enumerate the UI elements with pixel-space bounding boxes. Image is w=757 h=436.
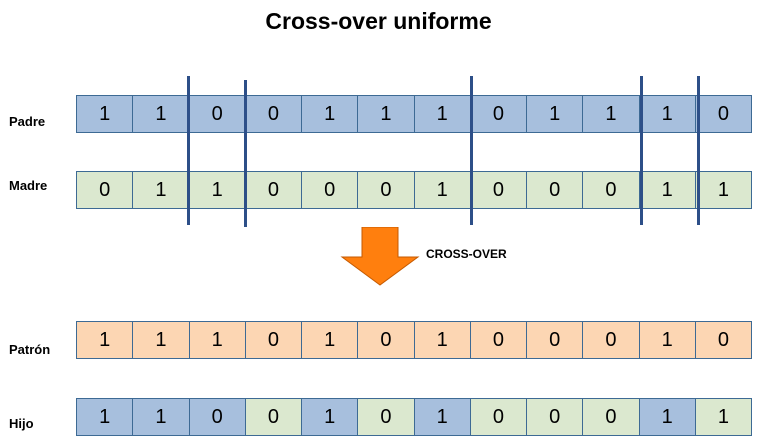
gene-cell: 0: [245, 172, 302, 208]
cut-line-1: [187, 76, 190, 225]
gene-cell: 0: [189, 399, 246, 435]
gene-cell: 1: [302, 322, 359, 358]
gene-cell: 1: [414, 96, 471, 132]
gene-cell: 0: [470, 96, 527, 132]
gene-cell: 1: [189, 172, 246, 208]
cut-line-3: [470, 76, 473, 225]
gene-cell: 0: [527, 172, 584, 208]
gene-cell: 0: [470, 399, 527, 435]
cut-line-2: [244, 80, 247, 227]
gene-cell: 1: [414, 399, 471, 435]
gene-cell: 0: [358, 172, 415, 208]
hijo-label: Hijo: [9, 416, 34, 431]
gene-cell: 0: [527, 399, 584, 435]
gene-cell: 0: [583, 399, 640, 435]
gene-cell: 1: [77, 96, 134, 132]
gene-cell: 1: [639, 322, 696, 358]
diagram-title: Cross-over uniforme: [265, 8, 492, 34]
padre-label: Padre: [9, 114, 46, 129]
gene-cell: 0: [470, 172, 527, 208]
patron-label: Patrón: [9, 342, 51, 357]
gene-cell: 1: [639, 172, 696, 208]
gene-cell: 0: [358, 399, 415, 435]
down-arrow-icon: [340, 227, 420, 286]
gene-cell: 0: [77, 172, 134, 208]
gene-cell: 0: [527, 322, 584, 358]
gene-cell: 1: [77, 322, 134, 358]
gene-cell: 0: [695, 96, 751, 132]
gene-cell: 0: [358, 322, 415, 358]
gene-cell: 0: [583, 172, 640, 208]
gene-cell: 1: [695, 172, 751, 208]
gene-cell: 1: [358, 96, 415, 132]
gene-cell: 1: [527, 96, 584, 132]
gene-cell: 1: [133, 322, 190, 358]
gene-cell: 1: [414, 172, 471, 208]
gene-cell: 1: [302, 96, 359, 132]
gene-cell: 0: [583, 322, 640, 358]
gene-cell: 0: [470, 322, 527, 358]
crossover-label: CROSS-OVER: [426, 247, 507, 261]
gene-cell: 0: [245, 399, 302, 435]
gene-cell: 0: [302, 172, 359, 208]
gene-cell: 1: [133, 399, 190, 435]
gene-cell: 1: [77, 399, 134, 435]
cut-line-4: [640, 76, 643, 225]
gene-cell: 1: [189, 322, 246, 358]
gene-cell: 1: [133, 96, 190, 132]
gene-cell: 1: [695, 399, 751, 435]
gene-cell: 1: [639, 399, 696, 435]
gene-cell: 1: [414, 322, 471, 358]
gene-cell: 0: [189, 96, 246, 132]
gene-cell: 1: [583, 96, 640, 132]
gene-cell: 0: [245, 322, 302, 358]
gene-cell: 1: [639, 96, 696, 132]
madre-label: Madre: [9, 178, 48, 193]
cut-line-5: [697, 76, 700, 225]
gene-cell: 0: [695, 322, 751, 358]
gene-cell: 1: [133, 172, 190, 208]
gene-cell: 0: [245, 96, 302, 132]
gene-cell: 1: [302, 399, 359, 435]
